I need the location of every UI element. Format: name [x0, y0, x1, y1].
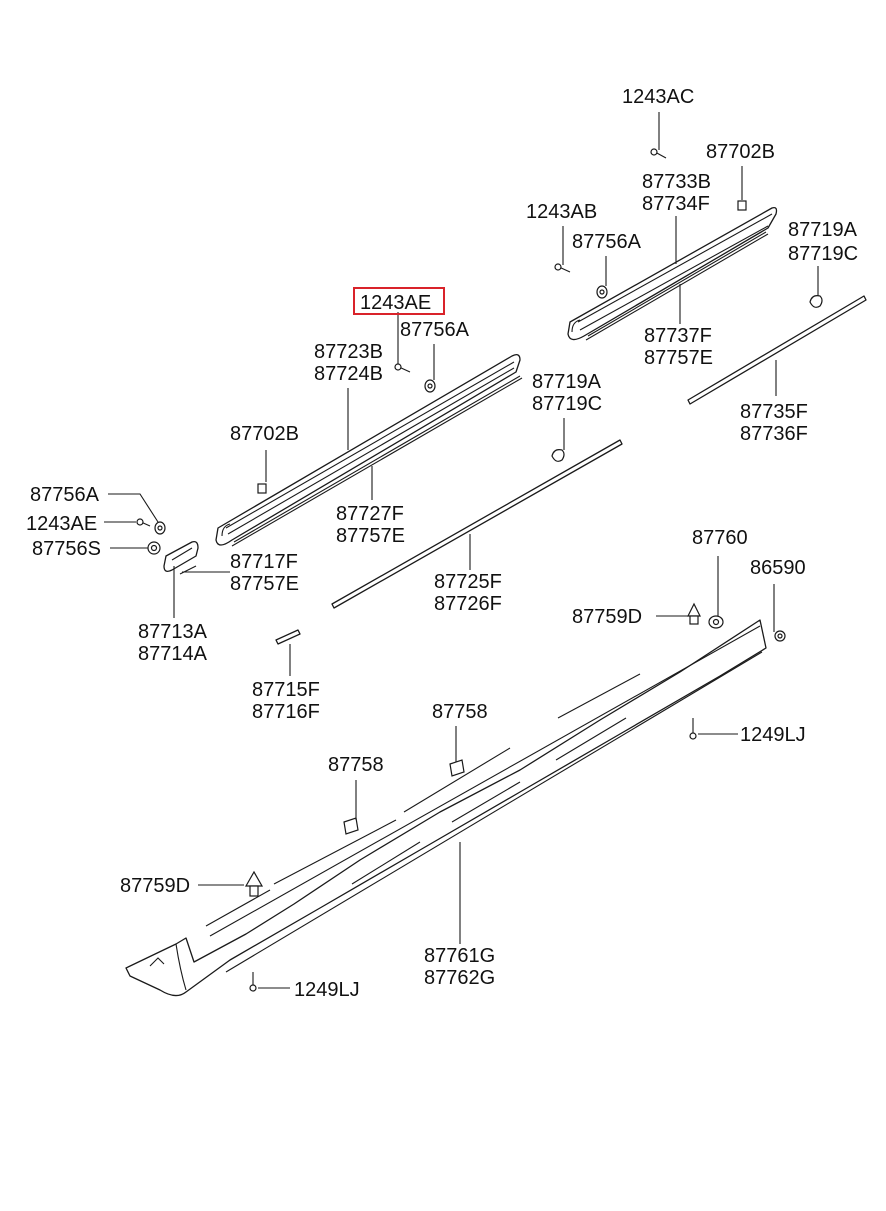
- label-87717f[interactable]: 87717F: [230, 551, 298, 573]
- label-87702b-top[interactable]: 87702B: [706, 141, 775, 163]
- label-87762g[interactable]: 87762G: [424, 967, 495, 989]
- label-86590[interactable]: 86590: [750, 557, 806, 579]
- sill-clip-87759d-left[interactable]: [244, 870, 264, 897]
- leader-lines: [104, 112, 819, 989]
- rear-cap-87719a[interactable]: [809, 295, 823, 308]
- rear-nut-87756a[interactable]: [596, 285, 608, 299]
- front-nut-87756a[interactable]: [424, 379, 436, 393]
- sill-clip-87758-right[interactable]: [449, 759, 465, 777]
- label-87761g[interactable]: 87761G: [424, 945, 495, 967]
- rear-door-moulding[interactable]: [567, 206, 778, 341]
- label-87715f[interactable]: 87715F: [252, 679, 320, 701]
- label-1243ae-highlighted[interactable]: 1243AE: [360, 292, 431, 314]
- label-87733b[interactable]: 87733B: [642, 171, 711, 193]
- label-87760[interactable]: 87760: [692, 527, 748, 549]
- side-sill-garnish[interactable]: [125, 619, 767, 997]
- rear-screw-1243ab[interactable]: [554, 263, 571, 273]
- sill-screw-86590[interactable]: [774, 630, 786, 642]
- label-1243ab[interactable]: 1243AB: [526, 201, 597, 223]
- rear-screw-1243ac[interactable]: [650, 148, 667, 159]
- highlight-box: [353, 287, 445, 315]
- label-87719a-top[interactable]: 87719A: [788, 219, 858, 241]
- label-87756s[interactable]: 87756S: [32, 538, 101, 560]
- label-87713a[interactable]: 87713A: [138, 621, 208, 643]
- sill-screw-1249lj-bottom[interactable]: [249, 972, 257, 992]
- front-door-moulding[interactable]: [215, 354, 521, 546]
- left-clip-87756s[interactable]: [147, 541, 161, 555]
- front-cap-87719a[interactable]: [551, 449, 565, 462]
- label-87756a-top[interactable]: 87756A: [572, 231, 642, 253]
- left-screw-1243ae[interactable]: [136, 518, 151, 527]
- sill-grommet-87760[interactable]: [708, 615, 724, 629]
- small-strip-87715f[interactable]: [275, 629, 301, 645]
- label-87736f[interactable]: 87736F: [740, 423, 808, 445]
- label-87716f[interactable]: 87716F: [252, 701, 320, 723]
- front-screw-1243ae[interactable]: [394, 363, 411, 373]
- part-labels: 1243AC 87702B 87733B 87734F 1243AB 87756…: [26, 86, 858, 1001]
- front-moulding-tape[interactable]: [231, 375, 523, 547]
- label-87737f[interactable]: 87737F: [644, 325, 712, 347]
- label-87702b-mid[interactable]: 87702B: [230, 423, 299, 445]
- label-87723b[interactable]: 87723B: [314, 341, 383, 363]
- label-87734f[interactable]: 87734F: [642, 193, 710, 215]
- label-87759d-right[interactable]: 87759D: [572, 606, 642, 628]
- label-87757e-left[interactable]: 87757E: [230, 573, 299, 595]
- label-87757e-mid[interactable]: 87757E: [336, 525, 405, 547]
- end-piece-tape-87717f[interactable]: [179, 565, 197, 575]
- label-87726f[interactable]: 87726F: [434, 593, 502, 615]
- label-87725f[interactable]: 87725F: [434, 571, 502, 593]
- label-87759d-left[interactable]: 87759D: [120, 875, 190, 897]
- label-87758-right[interactable]: 87758: [432, 701, 488, 723]
- label-87756a-mid[interactable]: 87756A: [400, 319, 470, 341]
- label-87719c-top[interactable]: 87719C: [788, 243, 858, 265]
- front-end-piece[interactable]: [163, 540, 199, 572]
- label-87758-left[interactable]: 87758: [328, 754, 384, 776]
- label-87757e-top[interactable]: 87757E: [644, 347, 713, 369]
- sill-clip-87758-left[interactable]: [343, 817, 359, 835]
- label-1243ac[interactable]: 1243AC: [622, 86, 694, 108]
- label-87719c-mid[interactable]: 87719C: [532, 393, 602, 415]
- sill-clip-87759d-right[interactable]: [687, 602, 701, 625]
- rear-clip-87702b[interactable]: [737, 200, 747, 211]
- label-87719a-mid[interactable]: 87719A: [532, 371, 602, 393]
- label-1249lj-bottom[interactable]: 1249LJ: [294, 979, 360, 1001]
- rear-strip-87735f[interactable]: [687, 295, 867, 405]
- label-1249lj-right[interactable]: 1249LJ: [740, 724, 806, 746]
- label-87714a[interactable]: 87714A: [138, 643, 208, 665]
- label-87735f[interactable]: 87735F: [740, 401, 808, 423]
- sill-screw-1249lj-right[interactable]: [689, 718, 697, 740]
- label-1243ae-left[interactable]: 1243AE: [26, 513, 97, 535]
- rear-moulding-tape[interactable]: [585, 231, 769, 341]
- label-87756a-left[interactable]: 87756A: [30, 484, 100, 506]
- label-87727f[interactable]: 87727F: [336, 503, 404, 525]
- front-clip-87702b[interactable]: [257, 483, 267, 494]
- label-87724b[interactable]: 87724B: [314, 363, 383, 385]
- left-nut-87756a[interactable]: [154, 521, 166, 535]
- front-strip-87725f[interactable]: [331, 439, 623, 609]
